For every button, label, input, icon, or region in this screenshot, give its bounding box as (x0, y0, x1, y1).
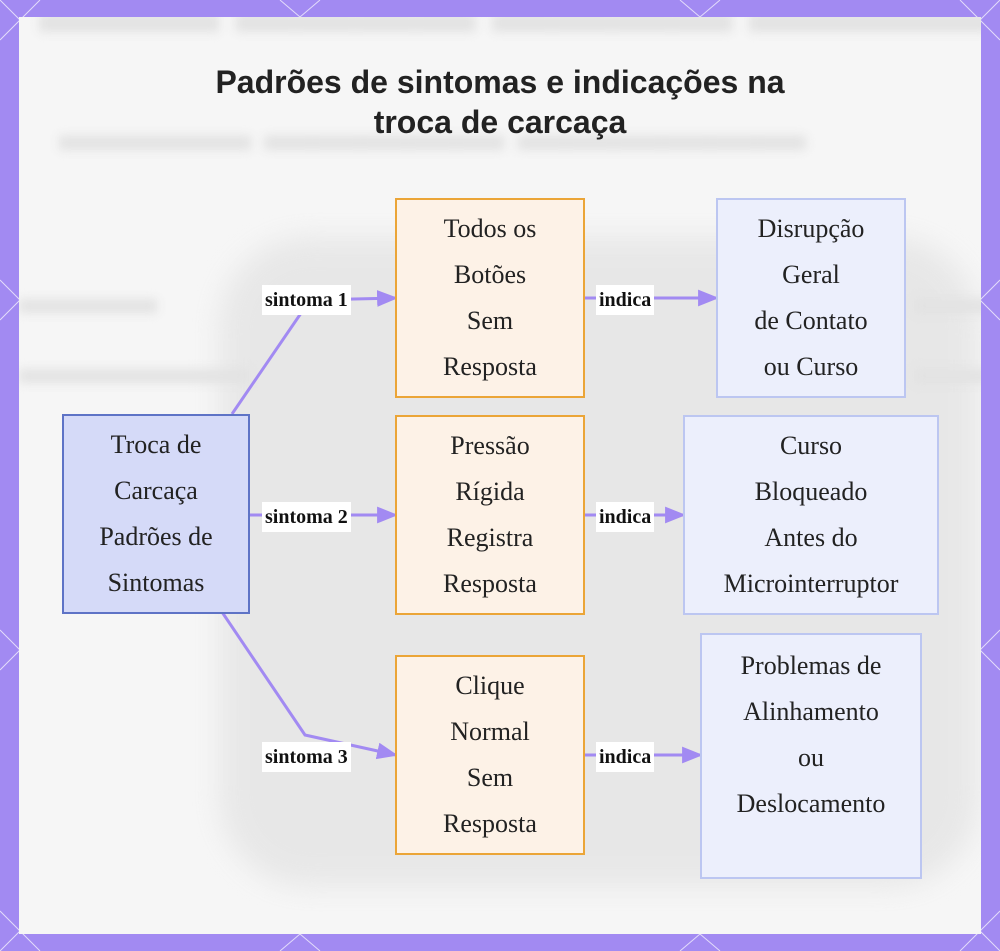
indication-line: Disrupção (757, 214, 865, 243)
symptom-node-1: Todos os Botões Sem Resposta (395, 198, 585, 398)
diagram-title: Padrões de sintomas e indicações na troc… (0, 62, 1000, 142)
indication-line: Antes do (764, 523, 858, 552)
background-blur-text: ▬▬▬▬ (914, 271, 981, 393)
indication-line: Curso (779, 431, 843, 460)
root-line: Sintomas (107, 568, 205, 597)
indication-line: Geral (782, 260, 840, 289)
background-blur-text: ▬▬▬ ▬▬▬▬ ▬▬▬▬ ▬▬▬▬ (39, 17, 981, 46)
indication-node-2: Curso Bloqueado Antes do Microinterrupto… (683, 415, 939, 615)
background-blur-text: ▬▬▬▬ ▬▬▬▬▬ ▬▬▬▬▬▬ (59, 108, 806, 161)
indication-line: ou Curso (763, 352, 859, 381)
symptom-node-3: Clique Normal Sem Resposta (395, 655, 585, 855)
symptom-line: Resposta (443, 569, 537, 598)
symptom-line: Normal (450, 717, 530, 746)
title-line-1: Padrões de sintomas e indicações na (215, 64, 785, 100)
indication-node-3: Problemas de Alinhamento ou Deslocamento (700, 633, 922, 879)
edge-label-indica-1: indica (596, 285, 655, 315)
edge-label-indica-2: indica (596, 502, 655, 532)
symptom-line: Rígida (455, 477, 525, 506)
root-line: Troca de (110, 430, 202, 459)
indication-line: Alinhamento (743, 697, 879, 726)
symptom-line: Registra (446, 523, 534, 552)
symptom-line: Resposta (443, 352, 537, 381)
indication-line: Microinterruptor (723, 569, 899, 598)
edge-label-sintoma-2: sintoma 2 (262, 502, 351, 532)
symptom-line: Pressão (450, 431, 530, 460)
indication-line: ou (798, 743, 824, 772)
symptom-line: Botões (453, 260, 527, 289)
indication-line: Bloqueado (754, 477, 868, 506)
edge-label-indica-3: indica (596, 742, 655, 772)
symptom-node-2: Pressão Rígida Registra Resposta (395, 415, 585, 615)
edge-label-sintoma-3: sintoma 3 (262, 742, 351, 772)
indication-line: de Contato (754, 306, 868, 335)
root-line: Padrões de (99, 522, 213, 551)
symptom-line: Resposta (443, 809, 537, 838)
indication-line: Problemas de (740, 651, 882, 680)
title-line-2: troca de carcaça (373, 104, 627, 140)
edge-root-to-symptom-3 (220, 611, 399, 760)
symptom-line: Sem (466, 763, 514, 792)
indication-line: Deslocamento (736, 789, 886, 818)
symptom-line: Todos os (443, 214, 537, 243)
root-node: Troca de Carcaça Padrões de Sintomas (62, 414, 250, 614)
edge-label-sintoma-1: sintoma 1 (262, 285, 351, 315)
symptom-line: Sem (466, 306, 514, 335)
edge-root-to-symptom-1 (230, 290, 399, 415)
root-line: Carcaça (114, 476, 198, 505)
background-blur-text: ▬▬▬▬▬▬▬▬ (19, 271, 249, 393)
indication-node-1: Disrupção Geral de Contato ou Curso (716, 198, 906, 398)
symptom-line: Clique (455, 671, 525, 700)
